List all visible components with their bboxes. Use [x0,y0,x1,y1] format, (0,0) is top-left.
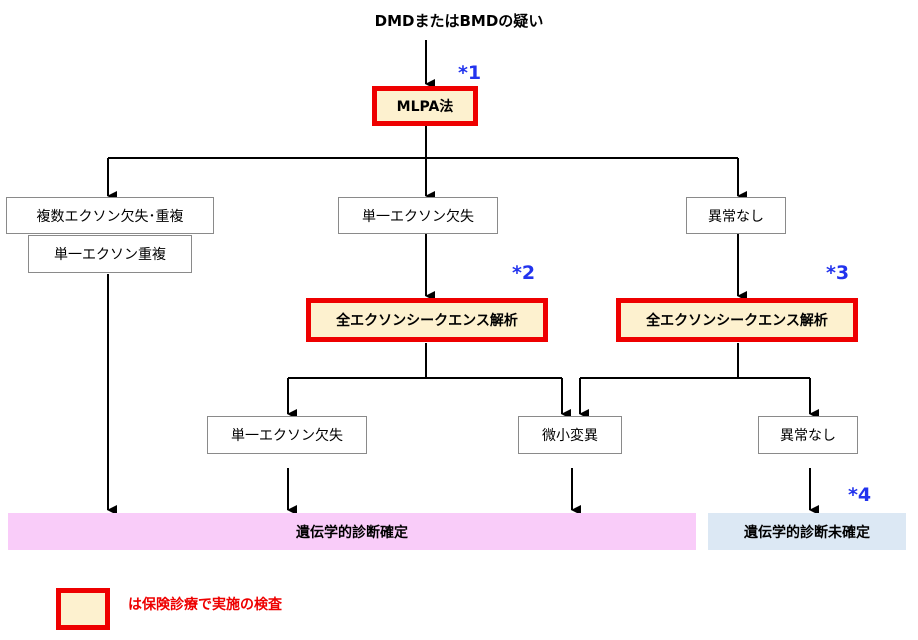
note-2: *2 [512,262,536,284]
single-exon-dup-result-box: 単一エクソン重複 [28,235,192,273]
multi-exon-result-box: 複数エクソン欠失･重複 [6,197,214,234]
no-abnormal-result-box: 異常なし [686,197,786,234]
micro-variant-result-box: 微小変異 [518,416,622,454]
single-exon-del-result-box: 単一エクソン欠失 [338,197,498,234]
note-3: *3 [826,262,850,284]
wes-right-test-box: 全エクソンシークエンス解析 [616,298,858,342]
diagnosis-confirmed-band: 遺伝学的診断確定 [8,513,696,550]
legend-swatch [56,588,110,630]
diagnosis-unconfirmed-band: 遺伝学的診断未確定 [708,513,906,550]
single-exon-del-result-box-2: 単一エクソン欠失 [207,416,367,454]
note-1: *1 [458,62,482,84]
note-4: *4 [848,484,872,506]
diagram-title: DMDまたはBMDの疑い [374,12,544,30]
wes-left-test-box: 全エクソンシークエンス解析 [306,298,548,342]
legend-label: は保険診療で実施の検査 [128,597,282,613]
no-abnormal-result-box-2: 異常なし [758,416,858,454]
mlpa-test-box: MLPA法 [372,86,478,126]
